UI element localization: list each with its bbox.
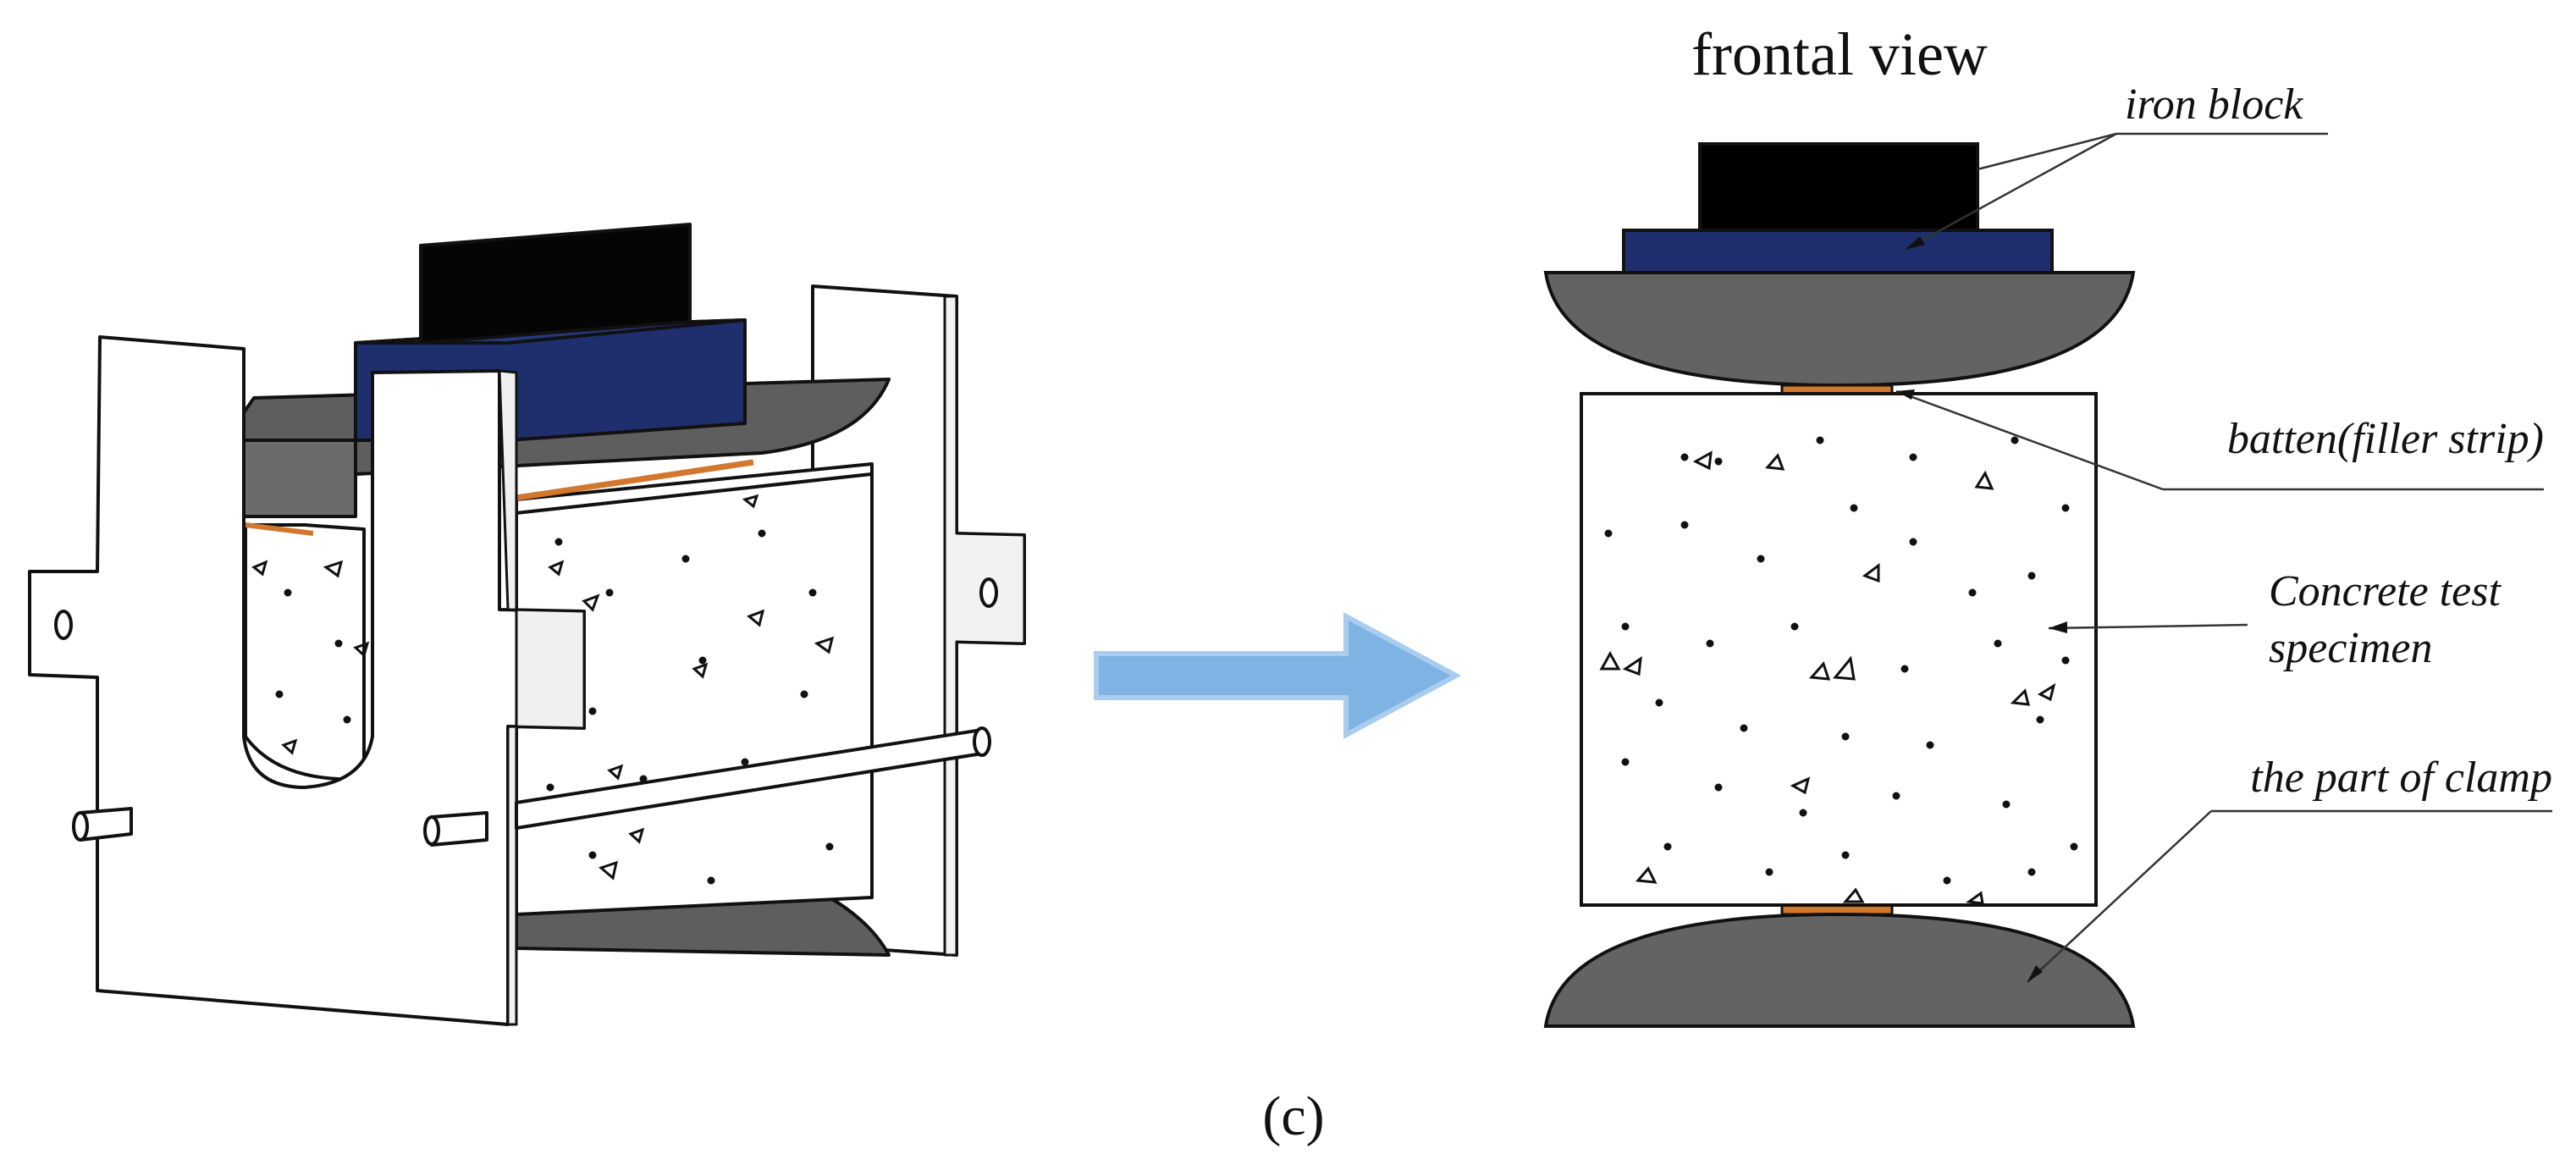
batten-strip-left <box>245 522 314 536</box>
leader-iron-2 <box>1904 132 2117 251</box>
label-iron-block: iron block <box>2125 80 2303 129</box>
rod-end-cap <box>973 726 991 757</box>
front-plate-thickness <box>498 369 586 1026</box>
iron-block-blue <box>1622 229 2054 276</box>
isometric-clamp-assembly <box>28 223 1026 1026</box>
concrete-texture-left <box>251 494 835 885</box>
transition-arrow <box>1094 611 1462 740</box>
back-plate-edge <box>943 295 1026 957</box>
label-specimen-line1: Concrete test <box>2269 567 2502 616</box>
figure-caption: (c) <box>1262 1085 1324 1147</box>
lower-clamp <box>1543 912 2136 1028</box>
concrete-specimen <box>1580 392 2098 907</box>
rod-pin-mid-cap <box>423 815 440 846</box>
iron-block-black-3d <box>419 223 692 345</box>
leader-specimen <box>2048 623 2248 630</box>
leader-clamp <box>2027 810 2212 983</box>
label-specimen-line2: specimen <box>2269 624 2432 672</box>
back-plate-hole <box>979 577 998 608</box>
leader-lines <box>1895 132 2552 983</box>
upper-clamp <box>1543 271 2136 388</box>
leader-batten <box>1895 389 2164 491</box>
label-clamp: the part of clamp <box>2250 754 2552 802</box>
concrete-texture-right <box>1599 436 2078 905</box>
leader-arrowheads <box>1896 236 2067 982</box>
front-plate-hole-left <box>54 610 73 640</box>
batten-strip-3d <box>516 459 754 501</box>
frontal-view <box>1543 142 2136 1028</box>
iron-block-black <box>1698 142 1979 235</box>
leader-iron-1 <box>1977 132 2117 171</box>
rod-pin-left-cap <box>72 811 89 842</box>
view-title: frontal view <box>1691 20 1988 88</box>
label-batten: batten(filler strip) <box>2227 415 2544 463</box>
